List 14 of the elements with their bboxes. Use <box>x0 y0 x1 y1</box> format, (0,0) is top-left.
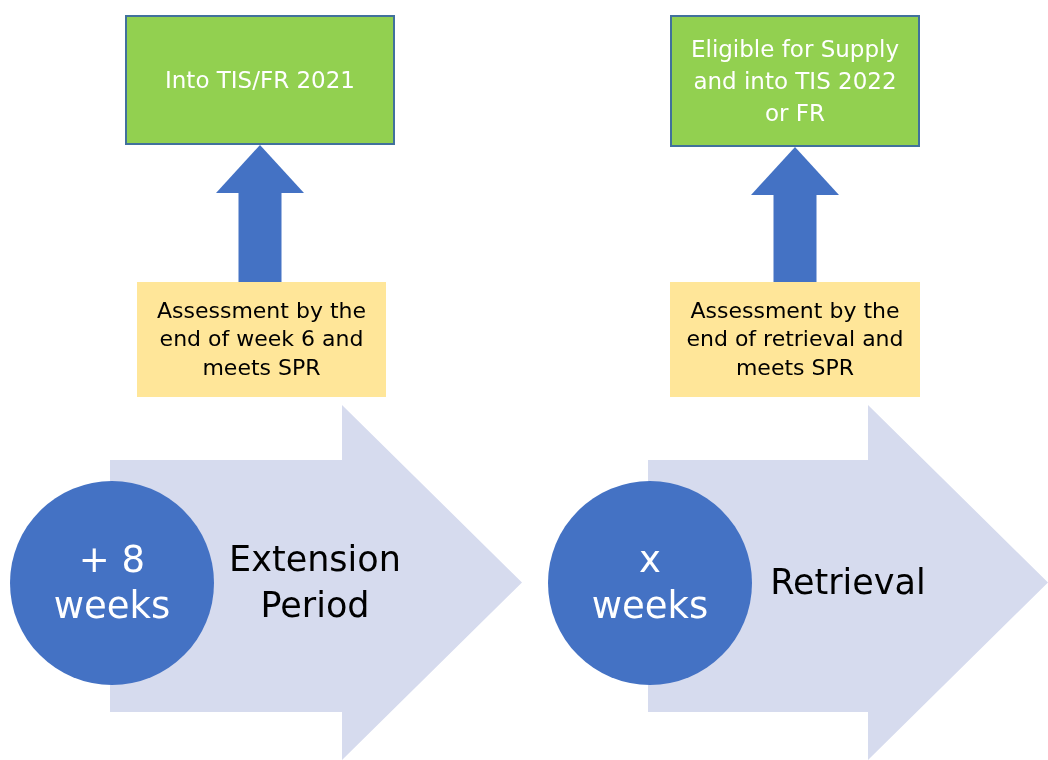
condition-box <box>670 282 920 397</box>
condition-box <box>137 282 386 397</box>
result-box <box>125 15 395 145</box>
duration-text: + 8 weeks <box>52 536 172 629</box>
block-arrow <box>216 145 304 282</box>
condition-text: Assessment by the end of week 6 and meets SPR <box>155 296 367 382</box>
period-label: Extension Period <box>228 538 402 627</box>
result-text: Into TIS/FR 2021 <box>165 65 355 95</box>
duration-text: x weeks <box>590 536 710 629</box>
period-label: Retrieval <box>769 560 927 604</box>
result-box <box>670 15 920 147</box>
result-text: Eligible for Supply and into TIS 2022 or FR <box>689 34 901 129</box>
condition-text: Assessment by the end of retrieval and meets SPR <box>685 296 905 382</box>
block-arrow <box>751 147 839 282</box>
